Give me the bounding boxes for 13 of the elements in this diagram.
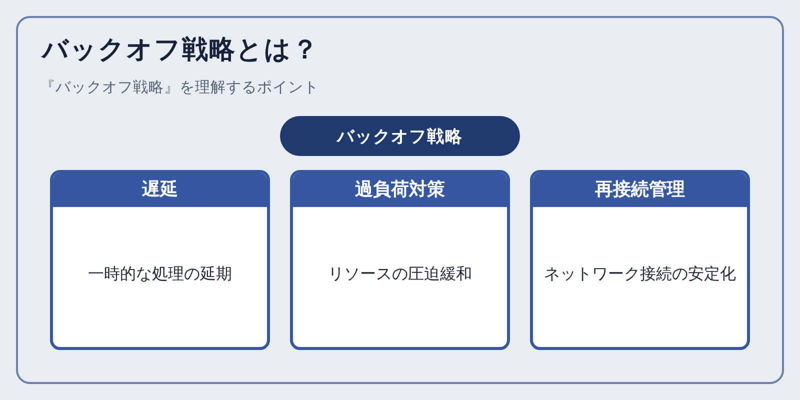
card-text: リソースの圧迫緩和 [328,264,472,284]
panel [16,16,784,384]
card [50,170,270,350]
card [530,170,750,350]
card-header: 遅延 [53,173,267,207]
card-text: ネットワーク接続の安定化 [544,264,736,284]
title: バックオフ戦略とは？ [42,34,319,67]
subtitle: 『バックオフ戦略』を理解するポイント [40,78,319,97]
card [290,170,510,350]
card-header: 過負荷対策 [293,173,507,207]
pill-label: バックオフ戦略 [280,116,520,156]
card-text: 一時的な処理の延期 [88,264,232,284]
card-header: 再接続管理 [533,173,747,207]
